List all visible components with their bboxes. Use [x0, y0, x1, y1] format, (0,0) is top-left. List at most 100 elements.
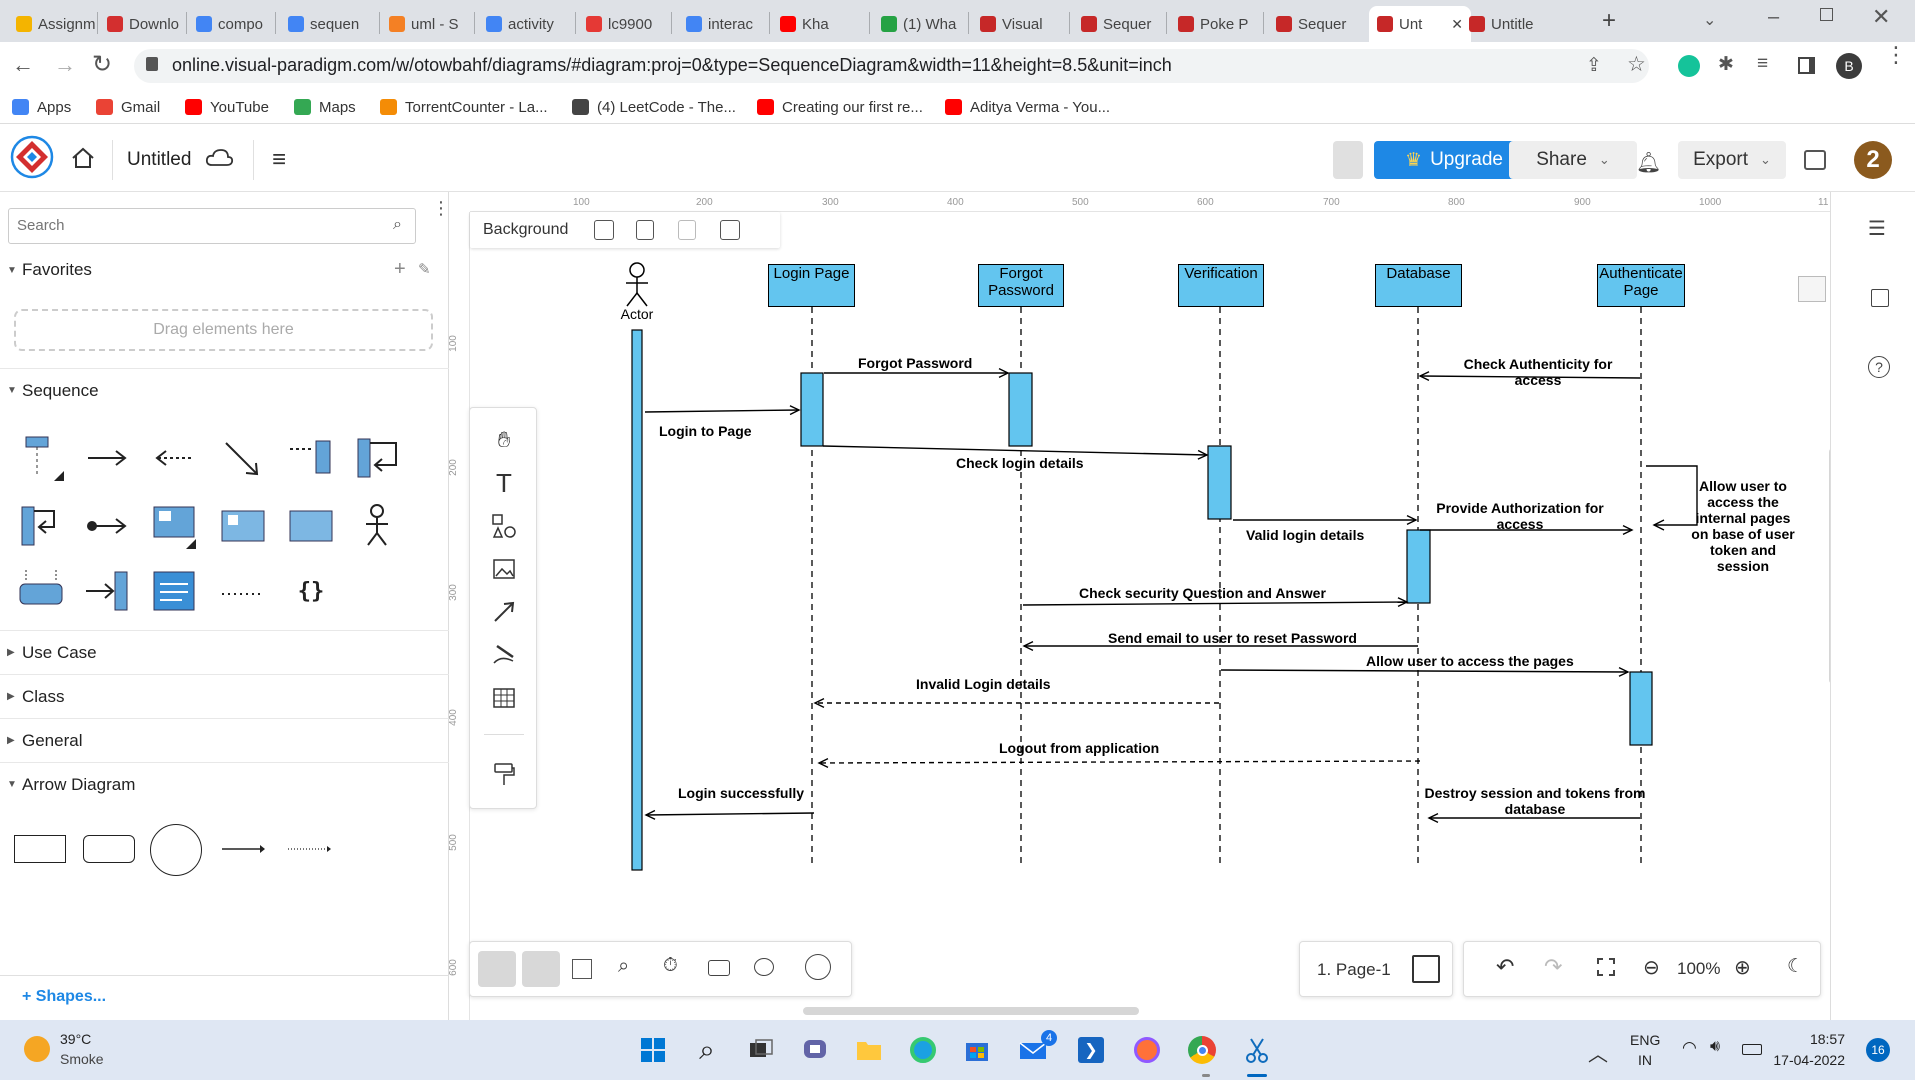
activation-authenticate-page[interactable]	[1629, 671, 1653, 746]
snipping-tool-icon[interactable]	[1240, 1033, 1274, 1067]
zoom-search-icon[interactable]: ⌕	[618, 955, 630, 977]
cloud-save-icon[interactable]	[204, 147, 234, 169]
shapes-link[interactable]: + Shapes...	[22, 988, 106, 1006]
new-tab-button[interactable]: +	[1601, 7, 1616, 34]
duration-message-icon[interactable]	[84, 568, 130, 614]
volume-icon[interactable]: 🔊︎	[1710, 1038, 1721, 1055]
browser-tab[interactable]: compo	[188, 6, 274, 42]
bookmark-star-icon[interactable]: ☆	[1627, 53, 1646, 76]
windows-start-icon[interactable]	[636, 1033, 670, 1067]
weather-temp[interactable]: 39°C	[60, 1031, 92, 1047]
table-tool-icon[interactable]	[482, 680, 526, 716]
weather-desc[interactable]: Smoke	[60, 1051, 104, 1067]
actor-activation-bar[interactable]	[631, 329, 643, 871]
panel-view-icon[interactable]	[522, 951, 560, 987]
section-general[interactable]: ▶General	[0, 718, 449, 762]
comment-icon[interactable]	[754, 958, 774, 976]
add-background-icon[interactable]	[594, 220, 615, 240]
lost-message-icon[interactable]	[220, 435, 266, 481]
browser-tab[interactable]: Sequer	[1073, 6, 1165, 42]
export-button[interactable]: Export⌄	[1678, 141, 1786, 179]
back-icon[interactable]: ←	[12, 52, 34, 77]
timer-icon[interactable]: ⏱︎	[663, 955, 678, 976]
page-selector[interactable]: 1. Page-1	[1299, 941, 1453, 997]
text-tool-icon[interactable]: T	[496, 467, 512, 498]
lifeline-database[interactable]: Database	[1375, 264, 1462, 307]
notification-bell-icon[interactable]: 🔔︎	[1636, 152, 1662, 174]
arrow-check-security-head[interactable]	[1397, 597, 1409, 608]
browser-tab[interactable]: Assignm	[8, 6, 96, 42]
fit-screen-icon[interactable]	[1597, 958, 1615, 976]
actor-legs[interactable]	[626, 291, 648, 307]
pan-hand-icon[interactable]: ✋︎	[497, 427, 511, 452]
copy-background-icon[interactable]	[636, 220, 655, 240]
bookmark-item[interactable]: Creating our first re...	[757, 96, 923, 118]
actor-head[interactable]	[629, 262, 645, 278]
arrow-login-to-page-head[interactable]	[789, 405, 801, 416]
message-check-login-details[interactable]: Check login details	[956, 455, 1084, 471]
undo-icon[interactable]: ↶	[1496, 954, 1515, 979]
notification-count-badge[interactable]: 16	[1866, 1038, 1890, 1062]
message-valid-login-details[interactable]: Valid login details	[1246, 527, 1365, 543]
image-tool-icon[interactable]	[482, 551, 526, 587]
arrow-valid-login-details-head[interactable]	[1406, 515, 1418, 525]
visual-paradigm-logo[interactable]	[10, 135, 54, 179]
remove-background-icon[interactable]	[678, 220, 697, 240]
zoom-level[interactable]: 100%	[1677, 959, 1721, 978]
arrow-invalid-login-head[interactable]	[813, 698, 825, 708]
redo-icon[interactable]: ↷	[1544, 954, 1563, 979]
arrow-check-login-details-head[interactable]	[1197, 449, 1209, 460]
section-sequence[interactable]: ▼Sequence	[0, 368, 449, 412]
dark-mode-icon[interactable]: ☾	[1787, 956, 1805, 977]
main-menu-icon[interactable]: ≡	[272, 146, 287, 173]
background-image-icon[interactable]	[720, 220, 741, 240]
zoom-out-icon[interactable]: ⊖	[1643, 957, 1660, 979]
language-line1[interactable]: ENG	[1630, 1032, 1661, 1048]
properties-icon[interactable]: ☰	[1868, 218, 1886, 240]
browser-tab[interactable]: uml - S	[381, 6, 473, 42]
grammarly-icon[interactable]	[1678, 55, 1700, 77]
chrome-menu-icon[interactable]: ⋮	[1885, 42, 1907, 67]
url-text[interactable]: online.visual-paradigm.com/w/otowbahf/di…	[172, 55, 1172, 75]
arrow-check-security[interactable]	[1022, 601, 1408, 606]
message-allow-internal-pages[interactable]: Allow user to access the internal pages …	[1691, 478, 1795, 574]
lifeline-verification[interactable]: Verification	[1178, 264, 1264, 307]
section-class[interactable]: ▶Class	[0, 674, 449, 718]
grid-view-icon[interactable]	[572, 959, 592, 979]
clock-time[interactable]: 18:57	[1809, 1031, 1845, 1047]
zoom-in-icon[interactable]: ⊕	[1734, 957, 1751, 979]
search-icon[interactable]: ⌕	[393, 216, 402, 233]
lifeline-login-page[interactable]: Login Page	[768, 264, 855, 307]
message-arrow-icon[interactable]	[84, 435, 130, 481]
lifeline-shape-icon[interactable]	[18, 435, 64, 481]
tray-chevron-up-icon[interactable]: ︿	[1588, 1044, 1608, 1066]
message-allow-pages[interactable]: Allow user to access the pages	[1366, 653, 1574, 669]
reply-message-icon[interactable]	[152, 435, 198, 481]
edit-favorite-icon[interactable]: ✎	[418, 261, 431, 278]
lifeline-forgot-password[interactable]: Forgot Password	[978, 264, 1064, 307]
arrow-forgot-password-head[interactable]	[998, 368, 1010, 378]
file-explorer-icon[interactable]	[852, 1033, 886, 1067]
outline-view-icon[interactable]	[478, 951, 516, 987]
gate-shape-icon[interactable]	[18, 568, 64, 614]
arrow-check-authenticity-head[interactable]	[1418, 371, 1430, 382]
present-icon[interactable]	[1333, 141, 1363, 179]
clock-date[interactable]: 17-04-2022	[1773, 1052, 1845, 1068]
dotted-arrow-shape-icon[interactable]	[286, 840, 334, 858]
arrow-logout[interactable]	[818, 760, 1421, 764]
arrow-allow-pages-head[interactable]	[1618, 666, 1630, 677]
message-send-email[interactable]: Send email to user to reset Password	[1108, 630, 1357, 646]
connector-tool-icon[interactable]	[482, 594, 526, 630]
omnibox[interactable]	[134, 49, 1649, 83]
rounded-rectangle-shape-icon[interactable]	[83, 835, 135, 863]
found-message-icon[interactable]	[84, 503, 130, 549]
add-favorite-icon[interactable]: +	[394, 258, 406, 280]
rectangle-shape-icon[interactable]	[14, 835, 66, 863]
side-panel-icon[interactable]	[1798, 57, 1815, 74]
section-arrow-diagram[interactable]: ▼Arrow Diagram	[0, 762, 449, 806]
shape-search[interactable]: ⌕	[8, 208, 416, 244]
message-check-authenticity[interactable]: Check Authenticity for access	[1463, 356, 1613, 388]
bookmark-item[interactable]: Maps	[294, 96, 356, 118]
upgrade-button[interactable]: ♛Upgrade	[1374, 141, 1534, 179]
wifi-icon[interactable]: ◠	[1682, 1038, 1697, 1057]
